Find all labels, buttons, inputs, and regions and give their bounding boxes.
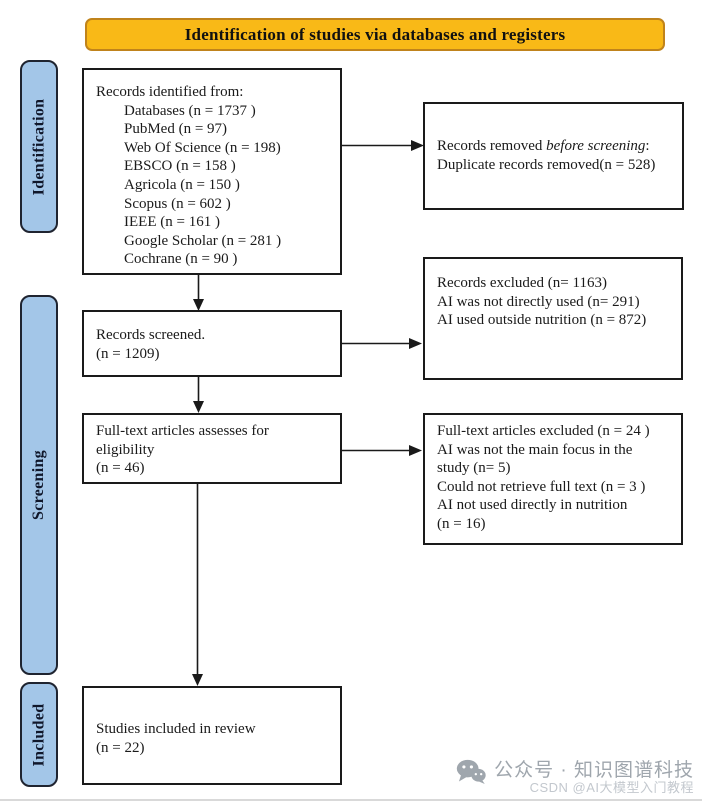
wechat-icon [456, 759, 486, 784]
records-excluded-line2: AI was not directly used (n= 291) [437, 293, 640, 310]
title-banner: Identification of studies via databases … [85, 18, 665, 51]
fulltext-excluded-line3: study (n= 5) [437, 460, 511, 477]
box-records-excluded: Records excluded (n= 1163) AI was not di… [423, 257, 683, 380]
db-pubmed-line: PubMed (n = 97) [124, 121, 228, 138]
arrow-screened-to-excluded [342, 338, 422, 349]
db-gscholar-line: Google Scholar (n = 281 ) [124, 232, 282, 249]
db-wos-line: Web Of Science (n = 198) [124, 139, 281, 156]
box-records-screened: Records screened. (n = 1209) [82, 310, 342, 377]
records-identified-heading: Records identified from: [96, 84, 244, 100]
box-studies-included: Studies included in review (n = 22) [82, 686, 342, 785]
db-ieee-line: IEEE (n = 161 ) [124, 214, 220, 231]
db-total-line: Databases (n = 1737 ) [124, 102, 256, 119]
arrow-fulltext-to-included [192, 484, 203, 686]
records-excluded-line3: AI used outside nutrition (n = 872) [437, 312, 647, 329]
fulltext-excluded-line5: AI not used directly in nutrition [437, 497, 628, 514]
studies-included-line2: (n = 22) [96, 739, 145, 756]
box-records-removed: Records removed before screening: Duplic… [423, 102, 684, 210]
removed-italic: before screening [546, 138, 646, 155]
stage-text-included: Included [30, 703, 47, 766]
arrow-fulltext-to-ft-excluded [342, 445, 422, 456]
fulltext-assessed-line3: (n = 46) [96, 460, 145, 477]
stage-label-included: Included [20, 682, 58, 787]
records-screened-line1: Records screened. [96, 327, 206, 343]
stage-text-identification: Identification [30, 98, 47, 195]
db-cochrane-line: Cochrane (n = 90 ) [124, 251, 238, 268]
stage-label-identification: Identification [20, 60, 58, 233]
watermark-line1: 公众号 · 知识图谱科技 [494, 759, 694, 781]
records-removed-line2: Duplicate records removed(n = 528) [437, 157, 656, 173]
stage-label-screening: Screening [20, 295, 58, 675]
arrow-screened-to-fulltext [193, 377, 204, 413]
fulltext-excluded-line1: Full-text articles excluded (n = 24 ) [437, 423, 650, 439]
db-scopus-line: Scopus (n = 602 ) [124, 195, 231, 212]
stage-text-screening: Screening [30, 450, 47, 520]
records-screened-line2: (n = 1209) [96, 345, 160, 362]
fulltext-assessed-line1: Full-text articles assesses for [96, 423, 269, 439]
removed-prefix: Records removed [437, 138, 547, 155]
db-agricola-line: Agricola (n = 150 ) [124, 176, 240, 193]
watermark: 公众号 · 知识图谱科技 CSDN @AI大模型入门教程 [456, 759, 694, 795]
box-fulltext-excluded: Full-text articles excluded (n = 24 ) AI… [423, 413, 683, 545]
fulltext-excluded-line6: (n = 16) [437, 515, 486, 532]
removed-suffix: : [645, 138, 650, 155]
records-removed-line1: Records removed before screening: [437, 137, 655, 156]
watermark-line2: CSDN @AI大模型入门教程 [529, 779, 694, 795]
fulltext-excluded-line2: AI was not the main focus in the [437, 441, 633, 458]
arrow-identified-to-screened [193, 275, 204, 311]
fulltext-assessed-line2: eligibility [96, 441, 155, 458]
db-ebsco-line: EBSCO (n = 158 ) [124, 158, 236, 175]
box-fulltext-assessed: Full-text articles assesses for eligibil… [82, 413, 342, 484]
arrow-identified-to-removed [342, 140, 424, 151]
diagram-title: Identification of studies via databases … [184, 24, 566, 44]
box-records-identified: Records identified from: Databases (n = … [82, 68, 342, 275]
studies-included-line1: Studies included in review [96, 721, 256, 737]
records-excluded-line1: Records excluded (n= 1163) [437, 275, 607, 291]
fulltext-excluded-line4: Could not retrieve full text (n = 3 ) [437, 478, 646, 495]
